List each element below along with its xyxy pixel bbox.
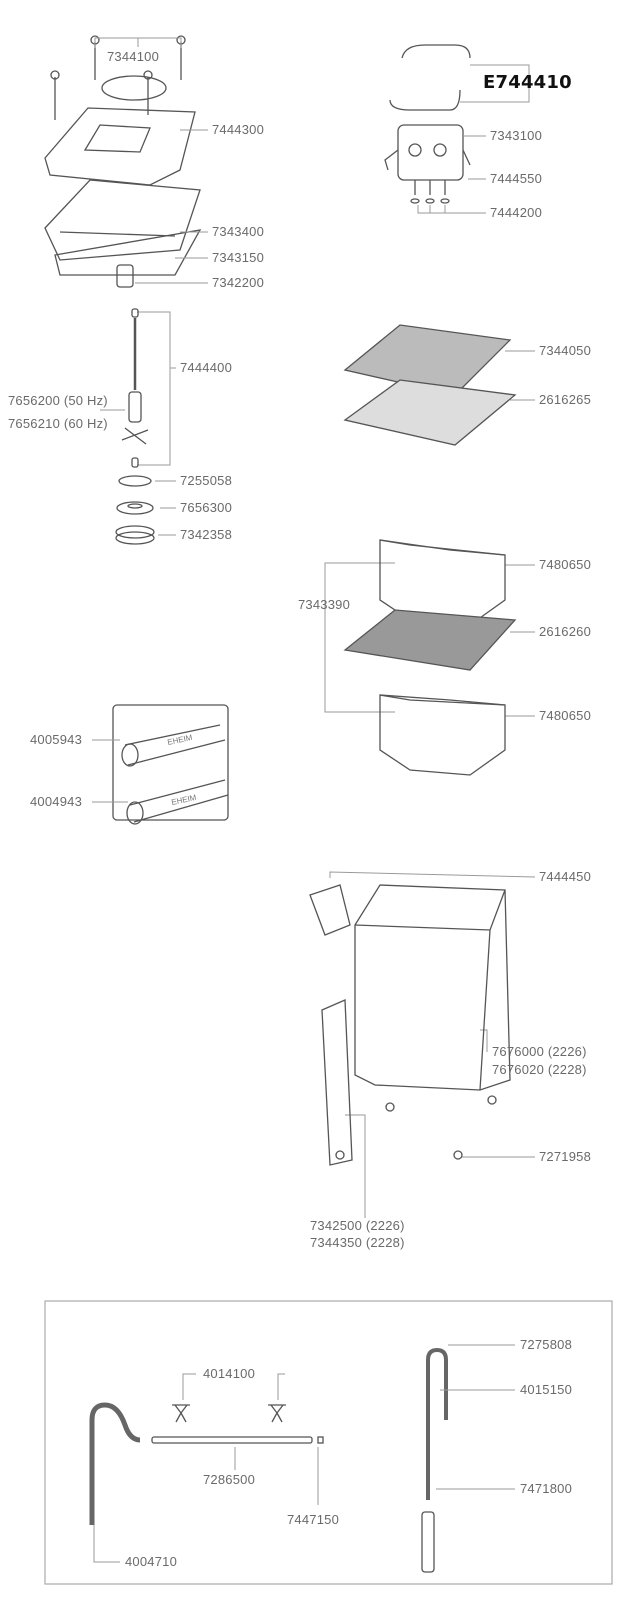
label-canister-2226: 7676000 (2226) <box>492 1044 587 1059</box>
label-hose-2: 4004943 <box>30 794 83 809</box>
label-adapter: 7343100 <box>490 128 543 143</box>
filter-pads-drawing <box>343 324 517 446</box>
kit-code: E744410 <box>483 72 572 93</box>
label-end-cap: 7447150 <box>287 1512 340 1527</box>
pump-head-drawing <box>44 179 202 288</box>
label-head-gasket: 7343150 <box>212 250 265 265</box>
label-filter-pad-top: 7344050 <box>539 343 592 358</box>
label-adapter-valve: 7444550 <box>490 171 543 186</box>
label-adapter-seals: 7444200 <box>490 205 543 220</box>
accessories-box <box>44 1300 613 1585</box>
accessories-drawing <box>89 1347 448 1573</box>
label-intake-2228: 7344350 (2228) <box>310 1235 405 1250</box>
canister-drawing <box>309 884 511 1166</box>
label-feet: 7271958 <box>539 1149 592 1164</box>
label-strainer: 7471800 <box>520 1481 573 1496</box>
label-intake-2226: 7342500 (2226) <box>310 1218 405 1233</box>
label-basket-bottom: 7480650 <box>539 708 592 723</box>
label-basket-spacer: 7343390 <box>298 597 351 612</box>
hoses-drawing <box>112 704 229 825</box>
label-filter-fleece: 2616265 <box>539 392 592 407</box>
label-screws: 7344100 <box>107 49 160 64</box>
rotor-drawing <box>115 308 155 545</box>
label-basket-top: 7480650 <box>539 557 592 572</box>
label-clips: 7444450 <box>539 869 592 884</box>
label-rotor-cover: 7656300 <box>180 500 233 515</box>
label-filter-pad-mid: 2616260 <box>539 624 592 639</box>
label-rotor-50: 7656200 (50 Hz) <box>8 393 108 408</box>
label-spray-bar: 7286500 <box>203 1472 256 1487</box>
label-shaft: 7444400 <box>180 360 233 375</box>
label-oring: 7255058 <box>180 473 233 488</box>
adapter-drawing <box>384 44 471 204</box>
label-outlet-pipe: 4004710 <box>125 1554 178 1569</box>
label-head-cover: 7444300 <box>212 122 265 137</box>
label-hose-1: 4005943 <box>30 732 83 747</box>
label-outlet: 7342200 <box>212 275 265 290</box>
label-pipe-clips: 4015150 <box>520 1382 573 1397</box>
head-cover-drawing <box>44 75 196 186</box>
label-intake-pipe: 7275808 <box>520 1337 573 1352</box>
label-pump-head: 7343400 <box>212 224 265 239</box>
label-suction-cups: 4014100 <box>203 1366 256 1381</box>
label-rotor-60: 7656210 (60 Hz) <box>8 416 108 431</box>
baskets-drawing <box>343 539 517 776</box>
label-canister-2228: 7676020 (2228) <box>492 1062 587 1077</box>
label-bayonet: 7342358 <box>180 527 233 542</box>
